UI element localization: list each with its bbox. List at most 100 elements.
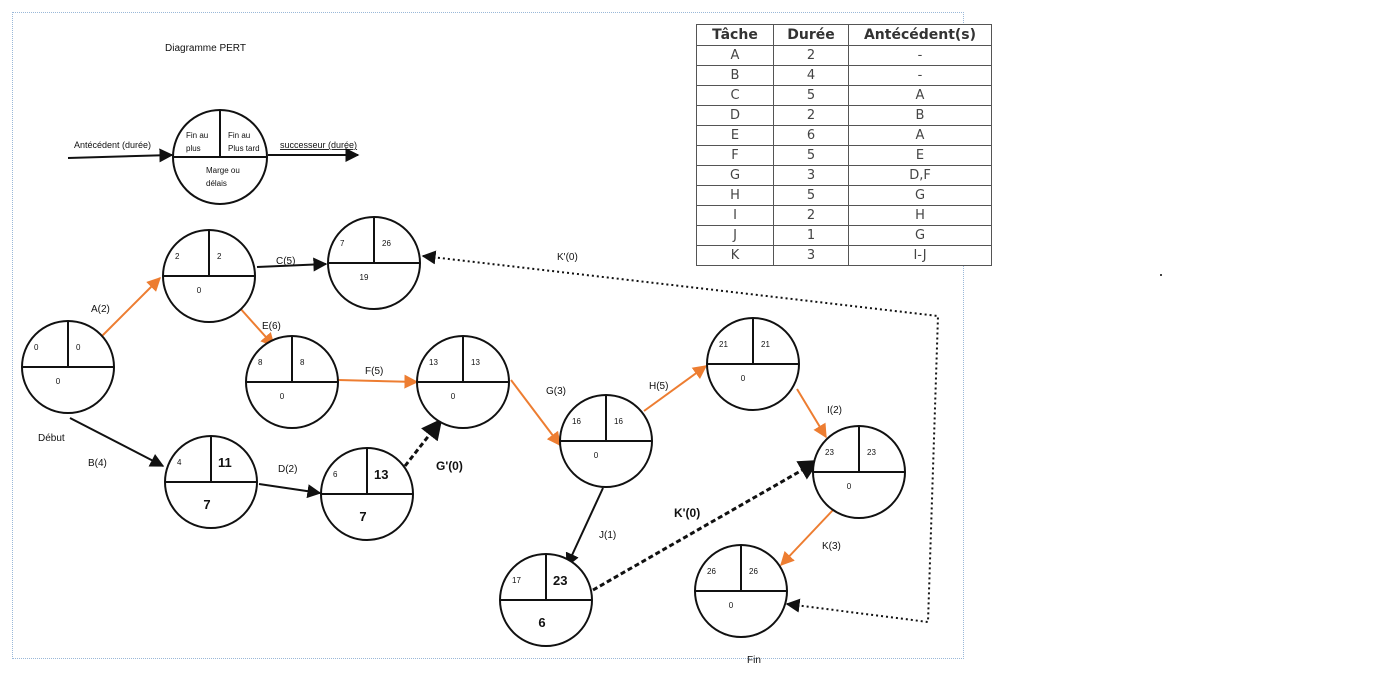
edge-label: K(3) bbox=[822, 541, 841, 552]
cell-predecessors: A bbox=[848, 125, 992, 146]
node-late-finish: 23 bbox=[553, 573, 567, 588]
cell-duration: 1 bbox=[773, 225, 849, 246]
cell-task: B bbox=[696, 65, 774, 86]
cell-predecessors: I-J bbox=[848, 245, 992, 266]
node-late-finish: 26 bbox=[382, 239, 391, 248]
node-late-finish: 13 bbox=[471, 358, 480, 367]
node-slack: 19 bbox=[360, 273, 369, 282]
node-slack: 0 bbox=[729, 601, 734, 610]
node-late-finish: 23 bbox=[867, 448, 876, 457]
edge-n2-n8 bbox=[238, 306, 275, 348]
node-early-finish: 23 bbox=[825, 448, 834, 457]
cell-duration: 4 bbox=[773, 65, 849, 86]
edge-label: I(2) bbox=[827, 405, 842, 416]
cell-task: A bbox=[696, 45, 774, 66]
cell-task: G bbox=[696, 165, 774, 186]
cell-task: C bbox=[696, 85, 774, 106]
node-slack: 0 bbox=[594, 451, 599, 460]
cell-duration: 5 bbox=[773, 85, 849, 106]
cell-task: E bbox=[696, 125, 774, 146]
edge-n7-n26 bbox=[421, 250, 940, 624]
edge-n4-n6 bbox=[258, 483, 322, 499]
cell-duration: 5 bbox=[773, 145, 849, 166]
legend-predecessor-label: Antécédent (durée) bbox=[74, 140, 151, 150]
edge-label: G'(0) bbox=[436, 459, 463, 473]
cell-predecessors: G bbox=[848, 185, 992, 206]
node-early-finish: 26 bbox=[707, 567, 716, 576]
legend-early-finish-1: Fin au bbox=[186, 131, 208, 140]
node-slack: 0 bbox=[741, 374, 746, 383]
node-early-finish: 21 bbox=[719, 340, 728, 349]
edge-label: J(1) bbox=[599, 530, 616, 541]
edge-labels-layer: A(2)B(4)C(5)E(6)F(5)D(2)G'(0)G(3)H(5)I(2… bbox=[88, 252, 842, 552]
legend-late-finish-2: Plus tard bbox=[228, 144, 260, 153]
header-task: Tâche bbox=[696, 24, 774, 46]
node-late-finish: 26 bbox=[749, 567, 758, 576]
header-duration: Durée bbox=[773, 24, 849, 46]
edge-label: K'(0) bbox=[557, 252, 578, 263]
edge-label: G(3) bbox=[546, 386, 566, 397]
node-late-finish: 11 bbox=[218, 455, 232, 470]
cell-predecessors: - bbox=[848, 45, 992, 66]
cell-duration: 2 bbox=[773, 45, 849, 66]
node-late-finish: 21 bbox=[761, 340, 770, 349]
node-late-finish: 2 bbox=[217, 252, 222, 261]
legend-slack-1: Marge ou bbox=[206, 166, 240, 175]
legend-late-finish-1: Fin au bbox=[228, 131, 250, 140]
edge-n23-n26 bbox=[780, 509, 834, 567]
node-slack: 0 bbox=[847, 482, 852, 491]
node-slack: 7 bbox=[359, 509, 366, 524]
event-node: 17 23 6 bbox=[499, 553, 593, 647]
cell-predecessors: H bbox=[848, 205, 992, 226]
edges-layer bbox=[69, 250, 940, 624]
node-early-finish: 17 bbox=[512, 576, 521, 585]
cell-duration: 5 bbox=[773, 185, 849, 206]
end-label: Fin bbox=[747, 655, 761, 666]
event-node: 4 11 7 bbox=[164, 435, 258, 529]
stray-dot bbox=[1160, 274, 1162, 276]
event-node: 13 13 0 bbox=[416, 335, 510, 429]
cell-predecessors: - bbox=[848, 65, 992, 86]
edge-label: H(5) bbox=[649, 381, 668, 392]
edge-n21-n23 bbox=[796, 388, 827, 439]
header-predecessors: Antécédent(s) bbox=[848, 24, 992, 46]
cell-task: F bbox=[696, 145, 774, 166]
edge-n0-n2 bbox=[101, 277, 161, 337]
edge-label: C(5) bbox=[276, 256, 295, 267]
node-early-finish: 13 bbox=[429, 358, 438, 367]
edge-n0-n4 bbox=[69, 417, 165, 467]
edge-n2-n7 bbox=[256, 257, 328, 272]
node-slack: 0 bbox=[280, 392, 285, 401]
node-early-finish: 4 bbox=[177, 458, 182, 467]
node-early-finish: 2 bbox=[175, 252, 180, 261]
cell-duration: 2 bbox=[773, 105, 849, 126]
node-early-finish: 7 bbox=[340, 239, 345, 248]
cell-task: J bbox=[696, 225, 774, 246]
edge-label: B(4) bbox=[88, 458, 107, 469]
cell-task: I bbox=[696, 205, 774, 226]
node-slack: 0 bbox=[56, 377, 61, 386]
cell-task: H bbox=[696, 185, 774, 206]
node-slack: 7 bbox=[203, 497, 210, 512]
node-late-finish: 8 bbox=[300, 358, 305, 367]
diagram-title: Diagramme PERT bbox=[165, 43, 246, 54]
node-early-finish: 16 bbox=[572, 417, 581, 426]
edge-label: E(6) bbox=[262, 321, 281, 332]
legend-slack-2: délais bbox=[206, 179, 227, 188]
edge-label: F(5) bbox=[365, 366, 383, 377]
node-slack: 6 bbox=[538, 615, 545, 630]
node-slack: 0 bbox=[451, 392, 456, 401]
event-node: 23 23 0 bbox=[812, 425, 906, 519]
